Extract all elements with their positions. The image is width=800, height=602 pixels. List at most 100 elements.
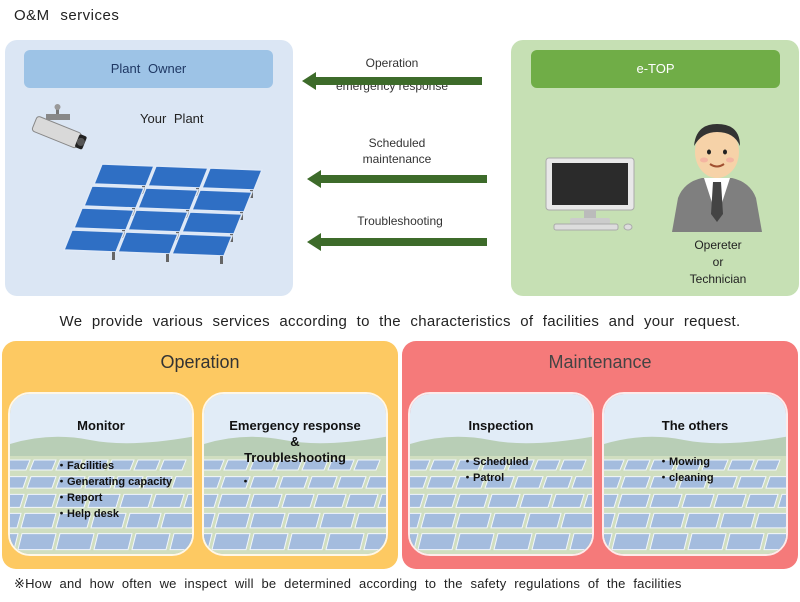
- field-panel: [56, 555, 97, 556]
- card-title: Inspection: [468, 418, 534, 433]
- field-panel: [10, 493, 25, 508]
- field-panel: [169, 533, 192, 551]
- field-panel: [327, 459, 355, 471]
- solar-panel-module: [126, 209, 190, 233]
- solar-panel-module: [170, 233, 234, 257]
- field-panel: [138, 555, 179, 556]
- list-item: Patrol: [462, 470, 529, 486]
- field-panel: [204, 476, 222, 489]
- field-panel: [17, 533, 57, 551]
- card-title: The others: [661, 418, 729, 433]
- field-panel: [97, 555, 138, 556]
- field-panel: [211, 533, 251, 551]
- field-panel: [519, 493, 553, 508]
- field-panel: [204, 493, 219, 508]
- field-panel: [301, 459, 329, 471]
- left-arrow-icon: [307, 233, 487, 251]
- field-panel: [617, 493, 651, 508]
- field-panel: [10, 512, 22, 529]
- field-panel: [313, 493, 347, 508]
- field-panel: [204, 512, 216, 529]
- operator-line: or: [712, 255, 724, 269]
- field-panel: [713, 493, 747, 508]
- field-panel: [754, 512, 786, 529]
- field-panel: [131, 533, 171, 551]
- field-panel: [410, 476, 428, 489]
- field-panel: [649, 512, 686, 529]
- field-panel: [571, 476, 592, 489]
- field-panel: [319, 512, 356, 529]
- field-panel: [345, 493, 379, 508]
- field-panel: [275, 459, 303, 471]
- field-panel: [559, 459, 587, 471]
- field-panel: [604, 533, 613, 551]
- etop-header: e-TOP: [531, 50, 780, 88]
- list-item: cleaning: [658, 470, 714, 486]
- field-panel: [732, 555, 773, 556]
- solar-array-icon: [62, 163, 264, 264]
- field-panel: [493, 533, 533, 551]
- field-panel: [204, 459, 225, 471]
- field-panel: [551, 493, 585, 508]
- field-panel: [455, 533, 495, 551]
- list-item: Mowing: [658, 454, 714, 470]
- field-panel: [604, 493, 619, 508]
- field-panel: [284, 512, 321, 529]
- field-panel: [287, 533, 327, 551]
- card-title-line: Troubleshooting: [244, 450, 346, 465]
- page-title: O&M services: [14, 7, 120, 24]
- solar-panel-module: [72, 207, 136, 231]
- field-panel: [250, 555, 291, 556]
- field-panel: [777, 493, 786, 508]
- field-panel: [456, 555, 497, 556]
- field-panel: [604, 512, 616, 529]
- field-panel: [538, 555, 579, 556]
- solar-panel-module: [82, 185, 146, 209]
- field-panel: [249, 512, 286, 529]
- field-panel: [753, 459, 781, 471]
- card-title-line: &: [290, 434, 300, 449]
- field-panel: [249, 459, 277, 471]
- field-panel: [29, 459, 57, 471]
- field-panel: [745, 493, 779, 508]
- operator-label: Opereter or Technician: [668, 237, 768, 288]
- others-card: The others Mowing cleaning: [602, 392, 788, 556]
- arrow-label-line: Operation: [365, 56, 419, 70]
- operator-line: Opereter: [694, 238, 742, 252]
- field-panel: [420, 512, 457, 529]
- field-panel: [363, 533, 386, 551]
- maintenance-title: Maintenance: [548, 352, 652, 372]
- field-panel: [525, 512, 562, 529]
- monitor-card: Monitor Facilities Generating capacity R…: [8, 392, 194, 556]
- card-list: Facilities Generating capacity Report He…: [56, 458, 172, 522]
- field-panel: [569, 533, 592, 551]
- field-panel: [542, 476, 573, 489]
- field-panel: [183, 493, 192, 508]
- field-panel: [691, 555, 732, 556]
- field-panel: [620, 476, 651, 489]
- field-panel: [171, 476, 192, 489]
- field-panel: [736, 476, 767, 489]
- security-camera-icon: [31, 104, 87, 150]
- field-panel: [765, 476, 786, 489]
- field-panel: [325, 533, 365, 551]
- operator-line: Technician: [689, 272, 747, 286]
- list-item: [240, 474, 251, 490]
- field-panel: [332, 555, 373, 556]
- list-item: Help desk: [56, 506, 172, 522]
- field-panel: [354, 512, 386, 529]
- field-panel: [649, 533, 689, 551]
- arrow-label-troubleshooting: Troubleshooting: [320, 214, 480, 228]
- solar-panel-module: [180, 211, 244, 235]
- card-list: [240, 474, 251, 490]
- field-panel: [307, 476, 338, 489]
- field-panel: [217, 493, 251, 508]
- footnote: ※How and how often we inspect will be de…: [14, 576, 682, 591]
- field-panel: [278, 476, 309, 489]
- field-panel: [410, 493, 425, 508]
- card-list: Mowing cleaning: [658, 454, 714, 486]
- solar-panel-module: [92, 163, 156, 187]
- arrow-label-scheduled: Scheduled maintenance: [317, 136, 477, 166]
- solar-panel-module: [116, 231, 180, 255]
- card-list: Scheduled Patrol: [462, 454, 529, 486]
